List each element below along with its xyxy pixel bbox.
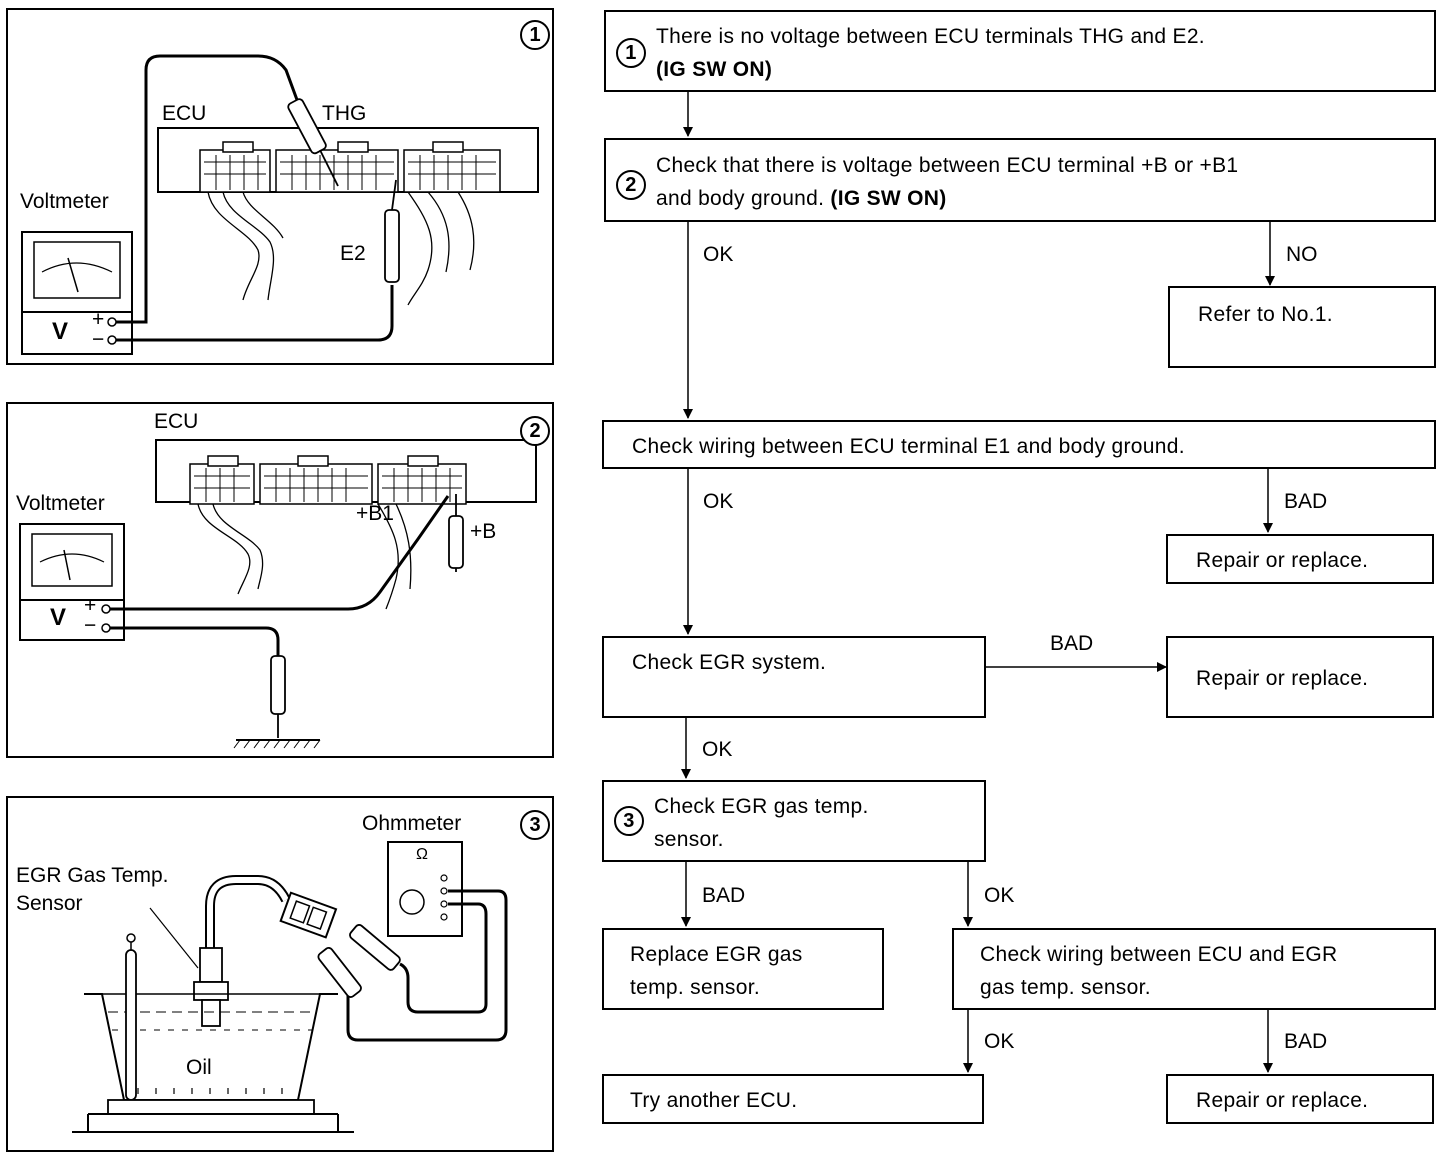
step-2-condition: (IG SW ON) [830,187,947,210]
minus-terminal-label: − [92,328,105,351]
plus-terminal-label: + [92,308,105,331]
step-1-text: There is no voltage between ECU terminal… [656,25,1205,48]
step-6-text: Check wiring between ECU and EGR [980,943,1338,966]
voltmeter-ecu-drawing-1 [21,54,539,355]
step-3-box: Check wiring between ECU terminal E1 and… [602,420,1436,469]
voltmeter-ecu-drawing-2 [19,439,537,749]
step-4-box: Check EGR system. [602,636,986,718]
minus-terminal-label: − [84,614,97,637]
try-ecu-text: Try another ECU. [630,1089,798,1112]
step-1-condition: (IG SW ON) [656,58,773,81]
step-6-text-2: gas temp. sensor. [980,976,1151,999]
thg-terminal-label: THG [322,102,367,125]
step-6-bad-label: BAD [1284,1030,1328,1053]
illustration-panel-2: 2 ECU Voltmeter +B1 +B V + − [6,402,554,758]
step-3-bad-label: BAD [1284,490,1328,513]
step-number-2: 2 [616,170,646,200]
oil-label: Oil [186,1056,212,1079]
replace-text-2: temp. sensor. [630,976,760,999]
repair-text-1: Repair or replace. [1196,549,1369,572]
step-2-text: Check that there is voltage between ECU … [656,154,1239,177]
step-6-box: Check wiring between ECU and EGR gas tem… [952,928,1436,1010]
step-number-3: 3 [520,810,550,840]
ohmmeter-label: Ohmmeter [362,812,462,835]
step-number-1: 1 [520,20,550,50]
step-4-text: Check EGR system. [632,651,827,674]
step-5-text: Check EGR gas temp. [654,795,869,818]
voltmeter-label: Voltmeter [20,190,109,213]
ecu-label: ECU [162,102,207,125]
repair-box-2: Repair or replace. [1166,636,1434,718]
plus-terminal-label: + [84,594,97,617]
step-number-1: 1 [616,38,646,68]
step-3-ok-label: OK [703,490,734,513]
step-2-box: 2 Check that there is voltage between EC… [604,138,1436,222]
repair-text-2: Repair or replace. [1196,667,1369,690]
try-ecu-box: Try another ECU. [602,1074,984,1124]
replace-text-1: Replace EGR gas [630,943,803,966]
step-3-text: Check wiring between ECU terminal E1 and… [632,435,1185,458]
step-1-box: 1 There is no voltage between ECU termin… [604,10,1436,92]
voltmeter-label: Voltmeter [16,492,105,515]
b1-terminal-label: +B1 [356,502,394,525]
repair-box-1: Repair or replace. [1166,534,1434,584]
voltmeter-v-label: V [50,604,67,631]
repair-box-3: Repair or replace. [1166,1074,1434,1124]
refer-box: Refer to No.1. [1168,286,1436,368]
step-2-no-label: NO [1286,243,1318,266]
b-terminal-label: +B [470,520,497,543]
step-4-ok-label: OK [702,738,733,761]
step-number-2: 2 [520,416,550,446]
voltmeter-v-label: V [52,318,69,345]
step-5-text-2: sensor. [654,828,724,851]
repair-text-3: Repair or replace. [1196,1089,1369,1112]
ohm-symbol: Ω [416,846,428,863]
sensor-label-line-1: EGR Gas Temp. [16,864,169,887]
step-5-bad-label: BAD [702,884,746,907]
ohmmeter-sensor-drawing [72,841,508,1133]
e2-terminal-label: E2 [340,242,366,265]
step-5-box: 3 Check EGR gas temp. sensor. [602,780,986,862]
illustration-panel-3: 3 Ohmmeter Ω EGR Gas Temp. Sensor Oil [6,796,554,1152]
step-6-ok-label: OK [984,1030,1015,1053]
step-number-3: 3 [614,806,644,836]
step-4-bad-label: BAD [1050,632,1094,655]
illustration-panel-1: 1 ECU THG Voltmeter E2 V + − [6,8,554,365]
step-5-ok-label: OK [984,884,1015,907]
ecu-label: ECU [154,410,199,433]
refer-text: Refer to No.1. [1198,303,1333,326]
replace-sensor-box: Replace EGR gas temp. sensor. [602,928,884,1010]
step-2-ok-label: OK [703,243,734,266]
sensor-label-line-2: Sensor [16,892,83,915]
step-2-text-2: and body ground. [656,187,831,210]
